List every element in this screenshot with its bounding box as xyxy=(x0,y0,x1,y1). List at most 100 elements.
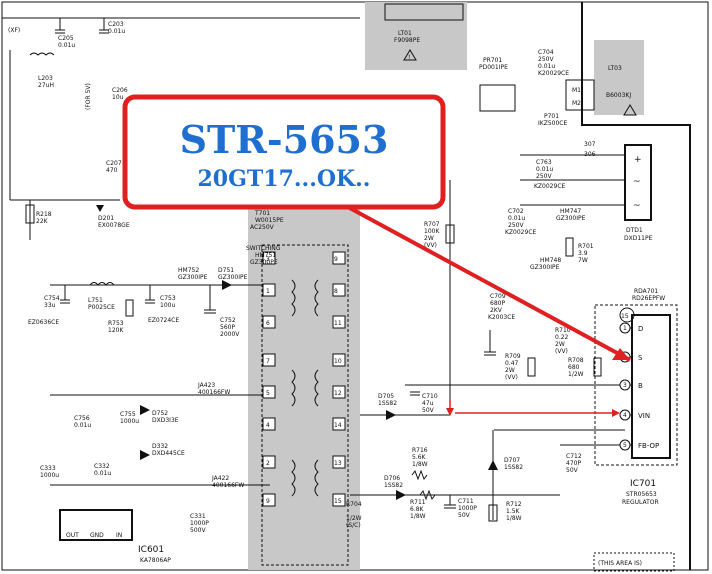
r708-body xyxy=(593,357,602,377)
c709-v1: 680P xyxy=(490,300,505,307)
t701-left-pin xyxy=(262,283,276,297)
r711-v2: 1/8W xyxy=(410,513,426,520)
t701-left-pin xyxy=(262,455,276,469)
t701-right-pin xyxy=(332,315,346,329)
p701-ref: P701 xyxy=(544,113,559,120)
c754-label: C754 xyxy=(44,295,60,302)
callout-subtitle: 20GT17...OK.. xyxy=(198,166,371,192)
ic701-body xyxy=(631,314,671,459)
lt01-ref: LT01 xyxy=(398,30,412,37)
d751-symbol xyxy=(222,280,232,290)
dtd1-ac1: ~ xyxy=(633,177,641,187)
r712-v1: 1.5K xyxy=(506,508,521,515)
warning-icon-mark: ! xyxy=(408,54,410,61)
r704-ref: R704 xyxy=(346,501,362,508)
ic601-pin-out: OUT xyxy=(66,532,79,539)
c704-v2: 0.01u xyxy=(538,63,555,70)
t701-right-pin-number: 12 xyxy=(334,390,342,397)
r707-v3: (VV) xyxy=(424,242,437,249)
c763-ref: C763 xyxy=(536,159,552,166)
warning-icon xyxy=(403,49,417,61)
c710-v1: 47u xyxy=(422,400,434,407)
t701-right-pin-number: 10 xyxy=(334,358,342,365)
hm748-part: GZ300IPE xyxy=(530,264,560,271)
c710-ref: C710 xyxy=(422,393,438,400)
t701-right-pin xyxy=(332,283,346,297)
r710-v2: 2W xyxy=(555,341,565,348)
d751-label: D751 xyxy=(218,267,234,274)
rda701-part: RD26EPFW xyxy=(632,295,665,302)
t701-left-pin-number: 6 xyxy=(266,320,270,327)
c763-v2: 250V xyxy=(536,173,552,180)
t701-ac: AC250V xyxy=(250,224,275,231)
r218-value: 22K xyxy=(36,218,49,225)
ic701-pin-label: VIN xyxy=(638,412,650,420)
t701-right-pin xyxy=(332,455,346,469)
c203-label: C203 xyxy=(108,21,124,28)
relay-body xyxy=(565,79,595,111)
hm751-label: HM751 xyxy=(255,252,276,259)
t701-right-pin xyxy=(332,417,346,431)
d751-value: GZ300IPE xyxy=(218,274,248,281)
ic701-pin-circle xyxy=(619,439,631,451)
d705-part: 1SS82 xyxy=(378,400,397,407)
dtd1-body xyxy=(624,144,652,221)
d707-part: 1SS82 xyxy=(504,464,523,471)
c712-v2: 50V xyxy=(566,467,579,474)
lt03-shade xyxy=(594,40,644,115)
r710-v1: 0.22 xyxy=(555,334,569,341)
r707-ref: R707 xyxy=(424,221,440,228)
t701-left-pin-number: 7 xyxy=(266,358,270,365)
lt01-body xyxy=(384,3,464,21)
t701-left-pin xyxy=(262,417,276,431)
c712-ref: C712 xyxy=(566,453,582,460)
t701-right-pin xyxy=(332,385,346,399)
r712-ref: R712 xyxy=(506,501,522,508)
r709-v2: 2W xyxy=(505,367,515,374)
c754-value: 33u xyxy=(44,302,56,309)
c333-label: C333 xyxy=(40,465,56,472)
ic601-body xyxy=(59,509,133,541)
r704-v2: (S/C) xyxy=(346,522,361,529)
d201-symbol xyxy=(96,205,104,212)
r711-ref: R711 xyxy=(410,499,426,506)
dtd1-plus: + xyxy=(634,155,642,165)
r711-v1: 6.8K xyxy=(410,506,425,513)
ic701-pin-number: 3 xyxy=(623,382,627,389)
ic601-pin-gnd: GND xyxy=(90,532,104,539)
pr701-ref: PR701 xyxy=(483,57,502,64)
d201-value: EX0078GE xyxy=(98,222,130,229)
lt01-part: F9098PE xyxy=(394,37,420,44)
c207-label: C207 xyxy=(106,160,122,167)
hm751-value: GZ300PE xyxy=(250,259,278,266)
r709-ref: R709 xyxy=(505,353,521,360)
c704-part: K20029CE xyxy=(538,70,569,77)
r710-ref: R710 xyxy=(555,327,571,334)
hm752-label: HM752 xyxy=(178,267,199,274)
ja422-label: JA422 xyxy=(211,475,229,482)
l203-value: 27uH xyxy=(38,82,54,89)
t701-part: W0015PE xyxy=(255,217,284,224)
pin15-label: 15 xyxy=(621,313,629,320)
t701-left-pin xyxy=(262,315,276,329)
ic701-pin-circle xyxy=(619,379,631,391)
d707-symbol xyxy=(488,460,498,470)
ic701-pin-label: B xyxy=(638,382,643,390)
hm747-part: GZ300IPE xyxy=(556,215,586,222)
r716-v1: 5.6K xyxy=(412,454,427,461)
t701-winding-2 xyxy=(291,369,296,407)
t701-left-pin xyxy=(262,385,276,399)
c332-value: 0.01u xyxy=(94,470,111,477)
r701-v2: 7W xyxy=(578,257,588,264)
d201-label: D201 xyxy=(98,215,114,222)
t701-left-pin xyxy=(262,353,276,367)
t701-right-pin-number: 13 xyxy=(334,460,342,467)
c333-value: 1000u xyxy=(40,472,59,479)
ez-left-label: EZ0636CE xyxy=(28,319,59,326)
r711-body xyxy=(419,489,436,501)
d752-label: D752 xyxy=(152,410,168,417)
c702-v1: 0.01u xyxy=(508,215,525,222)
t701-right-pin-number: 14 xyxy=(334,422,342,429)
